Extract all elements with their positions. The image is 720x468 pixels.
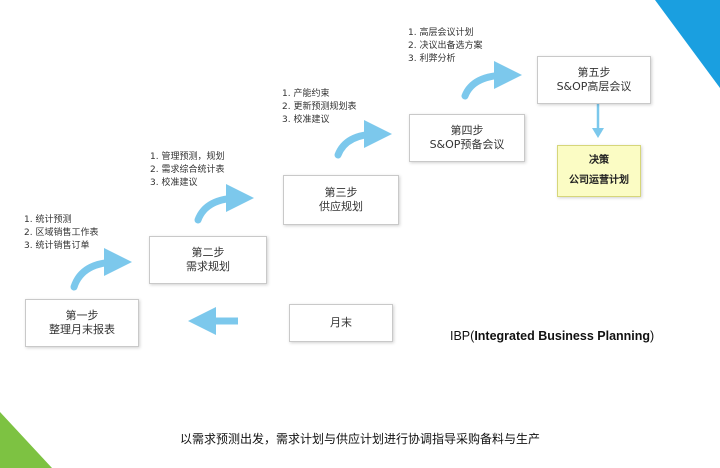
- note-line: 3. 校准建议: [150, 178, 198, 188]
- note-line: 1. 产能约束: [282, 89, 330, 99]
- step-title: S&OP预备会议: [429, 138, 505, 151]
- caption: 以需求预测出发，需求计划与供应计划进行协调指导采购备料与生产: [179, 432, 540, 446]
- step-number: 第一步: [65, 309, 99, 322]
- decision-subtitle: 公司运营计划: [569, 175, 629, 186]
- month-end-box: 月末: [289, 304, 393, 342]
- step-title: S&OP高层会议: [556, 80, 632, 93]
- ibp-suffix: ): [650, 329, 655, 343]
- step-title: 需求规划: [186, 260, 230, 273]
- ibp-prefix: IBP(: [450, 329, 475, 343]
- note-line: 1. 统计预测: [24, 215, 72, 225]
- curved-arrow-1: [70, 248, 132, 291]
- note-line: 2. 需求综合统计表: [150, 165, 225, 175]
- note-step-3: 1. 产能约束 2. 更新预测规划表 3. 校准建议: [282, 88, 356, 127]
- month-end-label: 月末: [330, 316, 352, 329]
- ibp-label: IBP(Integrated Business Planning): [450, 329, 654, 343]
- step-box-4: 第四步 S&OP预备会议: [409, 114, 525, 162]
- note-line: 1. 管理预测，规划: [150, 152, 225, 162]
- note-step-2: 1. 管理预测，规划 2. 需求综合统计表 3. 校准建议: [150, 151, 224, 190]
- curved-arrow-3: [334, 120, 392, 159]
- note-line: 3. 校准建议: [282, 115, 330, 125]
- step-number: 第五步: [577, 66, 611, 79]
- step-box-1: 第一步 整理月末报表: [25, 299, 139, 347]
- note-step-4: 1. 高层会议计划 2. 决议出备选方案 3. 利弊分析: [408, 27, 482, 66]
- decision-box: 决策 公司运营计划: [557, 145, 641, 197]
- ibp-bold: Integrated Business Planning: [474, 329, 651, 343]
- note-line: 3. 利弊分析: [408, 54, 456, 64]
- step-number: 第三步: [324, 186, 358, 199]
- note-line: 2. 更新预测规划表: [282, 102, 357, 112]
- step-box-3: 第三步 供应规划: [283, 175, 399, 225]
- step-title: 供应规划: [319, 200, 363, 213]
- step-box-5: 第五步 S&OP高层会议: [537, 56, 651, 104]
- curved-arrow-4: [461, 61, 522, 100]
- step-title: 整理月末报表: [49, 323, 115, 336]
- note-line: 2. 区域销售工作表: [24, 228, 99, 238]
- note-line: 1. 高层会议计划: [408, 28, 474, 38]
- decision-title: 决策: [589, 155, 609, 166]
- step-box-2: 第二步 需求规划: [149, 236, 267, 284]
- note-line: 2. 决议出备选方案: [408, 41, 483, 51]
- curved-arrow-2: [194, 184, 254, 224]
- note-line: 3. 统计销售订单: [24, 241, 90, 251]
- note-step-1: 1. 统计预测 2. 区域销售工作表 3. 统计销售订单: [24, 214, 98, 253]
- step-number: 第二步: [191, 246, 225, 259]
- step-number: 第四步: [450, 124, 484, 137]
